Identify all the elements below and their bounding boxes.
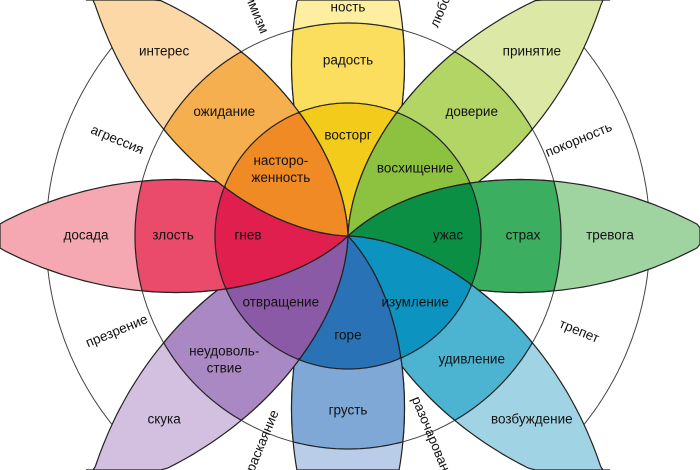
dyad-label: оптимизм xyxy=(235,0,272,36)
petal-band xyxy=(224,112,349,237)
emotion-middle: злость xyxy=(152,228,194,243)
emotion-inner: отвращение xyxy=(243,295,320,310)
emotion-middle: удивление xyxy=(439,351,505,366)
emotion-inner: изумление xyxy=(381,295,448,310)
emotion-middle: страх xyxy=(506,228,541,243)
emotion-middle: неудоволь-ствие xyxy=(189,343,259,375)
emotion-middle: ожидание xyxy=(193,104,255,119)
emotion-outer: скука xyxy=(148,411,182,426)
emotion-inner: восхищение xyxy=(377,160,454,175)
emotion-outer: принятие xyxy=(503,44,561,59)
petal-orange xyxy=(85,0,349,237)
emotion-outer: ность xyxy=(331,0,366,15)
dyad-label: любовь xyxy=(427,0,459,29)
dyad-label: раскаяние xyxy=(243,408,282,470)
dyad-label: презрение xyxy=(83,311,149,350)
emotion-outer: тревога xyxy=(586,228,634,243)
emotion-inner: горе xyxy=(334,328,361,343)
emotion-inner: восторг xyxy=(324,128,371,143)
dyad-label: покорность xyxy=(543,119,614,160)
emotion-inner: насторо-женность xyxy=(251,152,310,184)
emotion-middle: доверие xyxy=(446,104,498,119)
dyad-label: агрессия xyxy=(89,122,146,157)
emotion-middle: радость xyxy=(323,53,373,68)
emotion-outer: возбуждение xyxy=(491,411,573,426)
emotion-inner: гнев xyxy=(234,228,261,243)
dyad-label: трепет xyxy=(557,316,601,346)
emotion-middle: грусть xyxy=(329,403,368,418)
emotion-outer: интерес xyxy=(139,44,190,59)
emotion-inner: ужас xyxy=(433,228,463,243)
emotion-outer: досада xyxy=(63,228,109,243)
